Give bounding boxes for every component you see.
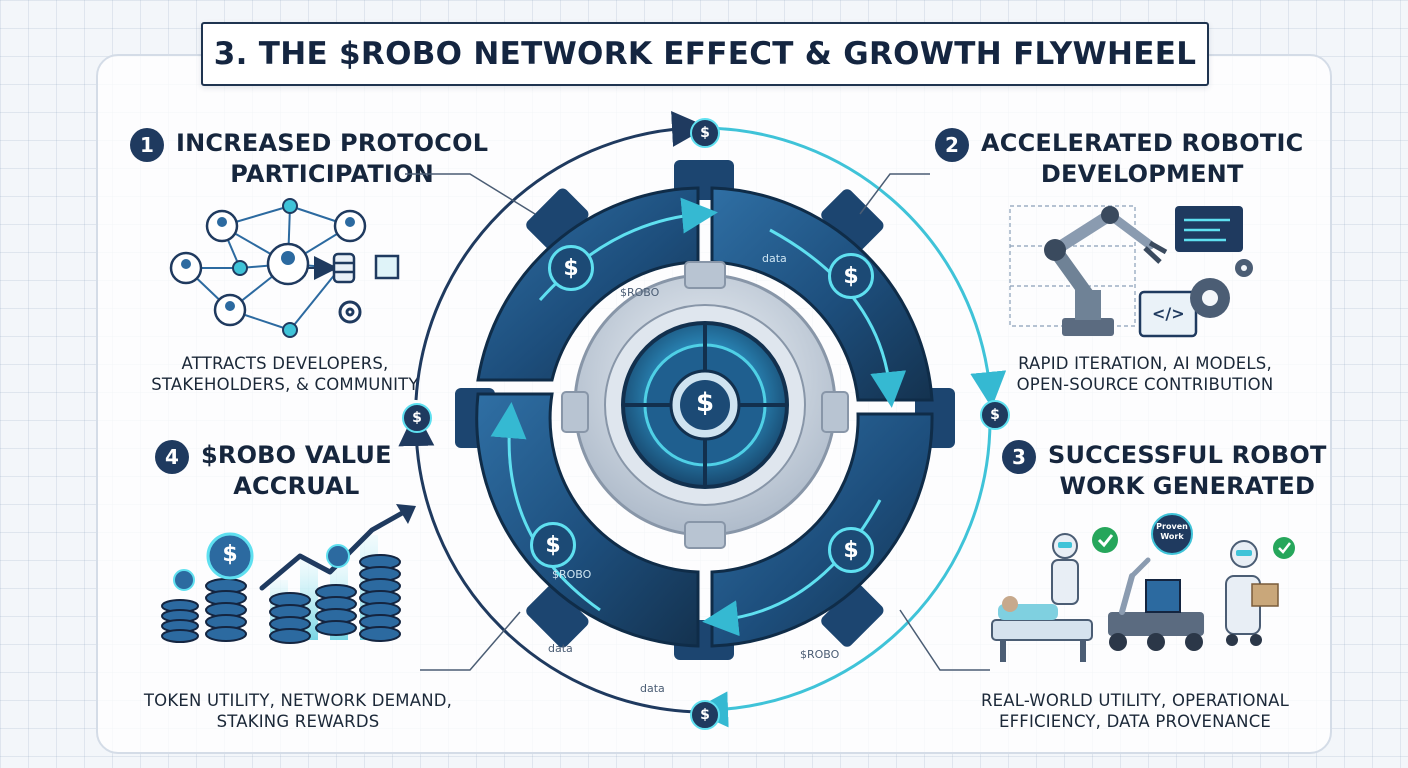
database-icon xyxy=(332,252,356,284)
title-box: 3. THE $ROBO NETWORK EFFECT & GROWTH FLY… xyxy=(201,22,1209,86)
ring-coin-icon: $ xyxy=(980,400,1010,430)
ring-coin-icon: $ xyxy=(690,700,720,730)
coin-icon: $ xyxy=(530,522,576,568)
ring-label-robo: $ROBO xyxy=(620,286,660,299)
step-3-title: SUCCESSFUL ROBOT WORK GENERATED xyxy=(1048,441,1327,500)
center-gear xyxy=(561,261,849,549)
coin-icon: $ xyxy=(222,542,238,567)
coin-icon: $ xyxy=(828,527,874,573)
step-4-badge: 4 xyxy=(155,440,189,474)
step-2-description: RAPID ITERATION, AI MODELS, OPEN-SOURCE … xyxy=(1016,354,1274,394)
hub-coin-symbol: $ xyxy=(695,388,715,418)
check-badge-icon xyxy=(1092,513,1295,559)
ring-label-data: data xyxy=(548,642,573,655)
ring-coin-icon: $ xyxy=(402,403,432,433)
growth-arrow-icon xyxy=(259,509,407,591)
gear-icon xyxy=(338,300,362,324)
step-1-title: INCREASED PROTOCOL PARTICIPATION xyxy=(176,129,489,188)
step-1-description: ATTRACTS DEVELOPERS, STAKEHOLDERS, & COM… xyxy=(151,354,419,394)
step-4-title: $ROBO VALUE ACCRUAL xyxy=(201,441,392,500)
coin-icon: $ xyxy=(828,253,874,299)
step-1-badge: 1 xyxy=(130,128,164,162)
code-window-icon xyxy=(1138,206,1243,338)
step-2-title: ACCELERATED ROBOTIC DEVELOPMENT xyxy=(981,129,1304,188)
step-4-description: TOKEN UTILITY, NETWORK DEMAND, STAKING R… xyxy=(143,691,453,731)
step-3-badge: 3 xyxy=(1002,440,1036,474)
step-3-heading: 3 SUCCESSFUL ROBOT WORK GENERATED xyxy=(1002,440,1327,502)
proven-work-badge-label: Proven Work xyxy=(1156,522,1188,541)
rover-robot-icon xyxy=(1108,557,1204,651)
hospital-robot-icon xyxy=(991,533,1093,662)
step-2-heading: 2 ACCELERATED ROBOTIC DEVELOPMENT xyxy=(935,128,1303,190)
step-3-description: REAL-WORLD UTILITY, OPERATIONAL EFFICIEN… xyxy=(980,691,1290,731)
step-2-badge: 2 xyxy=(935,128,969,162)
ring-label-data: data xyxy=(762,252,787,265)
ring-coin-icon: $ xyxy=(690,118,720,148)
ring-label-data: data xyxy=(640,682,665,695)
step-4-heading: 4 $ROBO VALUE ACCRUAL xyxy=(155,440,392,502)
flywheel-segments xyxy=(475,186,934,648)
delivery-robot-icon xyxy=(1225,540,1279,646)
gear-icon xyxy=(1190,259,1253,318)
coin-icon: $ xyxy=(548,245,594,291)
code-tag: </> xyxy=(1152,304,1185,323)
step-1-heading: 1 INCREASED PROTOCOL PARTICIPATION xyxy=(130,128,488,190)
page-title: 3. THE $ROBO NETWORK EFFECT & GROWTH FLY… xyxy=(213,36,1197,72)
ring-label-robo: $ROBO xyxy=(800,648,840,661)
ring-label-robo: $ROBO xyxy=(552,568,592,581)
